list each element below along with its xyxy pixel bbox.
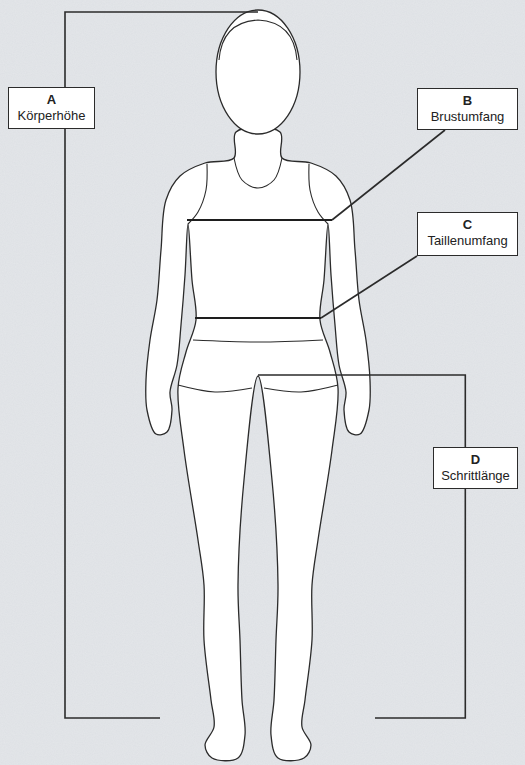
measure-label-box: DSchrittlänge xyxy=(433,447,518,489)
measure-letter: A xyxy=(15,92,88,108)
shirt-armhole xyxy=(188,164,207,224)
measure-label-box: AKörperhöhe xyxy=(8,87,95,129)
measure-name: Körperhöhe xyxy=(15,108,88,124)
figure xyxy=(146,10,371,761)
leader-lines xyxy=(65,12,465,718)
inseam-bracket xyxy=(258,375,465,447)
measure-letter: B xyxy=(424,93,511,109)
measure-name: Taillenumfang xyxy=(424,233,511,249)
shirt-armhole xyxy=(309,164,328,224)
hairline xyxy=(219,20,297,60)
shorts-hem xyxy=(178,385,252,392)
head xyxy=(216,10,300,134)
measure-label-box: BBrustumfang xyxy=(417,88,518,130)
height-bracket xyxy=(65,12,258,87)
inseam-bracket xyxy=(375,489,465,718)
chest-leader xyxy=(332,130,445,220)
height-bracket xyxy=(65,129,160,718)
measure-letter: C xyxy=(424,217,511,233)
body-outline xyxy=(146,127,371,761)
measure-name: Schrittlänge xyxy=(440,468,511,484)
shorts-waistband xyxy=(193,340,323,342)
measure-letter: D xyxy=(440,452,511,468)
shirt-neckline xyxy=(234,158,282,188)
chest-line xyxy=(187,219,332,221)
measure-label-box: CTaillenumfang xyxy=(417,212,518,256)
waist-line xyxy=(195,317,321,319)
shorts-hem xyxy=(264,385,338,392)
waist-leader xyxy=(321,256,417,318)
measure-name: Brustumfang xyxy=(424,109,511,125)
